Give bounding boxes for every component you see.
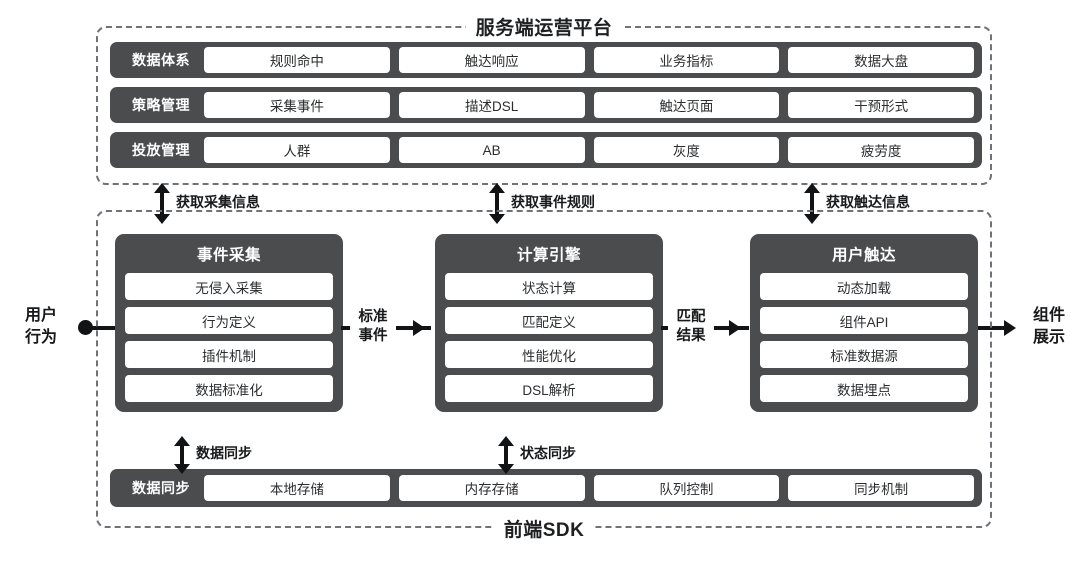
arrow-up-icon <box>804 183 820 193</box>
sync-cell[interactable]: 内存存储 <box>398 475 585 501</box>
arrow-down-icon <box>498 464 514 474</box>
input-connector-line <box>90 326 127 330</box>
input-connector-dot <box>78 320 93 335</box>
arrow-down-icon <box>804 214 820 224</box>
module-event-collection: 事件采集 无侵入采集 行为定义 插件机制 数据标准化 <box>115 234 343 412</box>
server-cell[interactable]: 触达响应 <box>398 47 585 73</box>
server-row-label: 投放管理 <box>132 142 190 158</box>
module-title: 用户触达 <box>831 247 896 264</box>
sync-cell[interactable]: 队列控制 <box>593 475 780 501</box>
output-connector-line <box>968 326 1006 330</box>
input-label-line2: 行为 <box>24 329 57 346</box>
output-label-line2: 展示 <box>1032 329 1065 346</box>
module-item[interactable]: 动态加载 <box>760 273 968 300</box>
connector-line <box>810 190 814 218</box>
module-item[interactable]: 标准数据源 <box>760 341 968 368</box>
flow-label: 匹配 结果 <box>668 308 714 346</box>
connector-label: 获取采集信息 <box>176 194 260 210</box>
server-row-cells: 采集事件 描述DSL 触达页面 干预形式 <box>204 92 974 118</box>
server-row-label: 数据体系 <box>132 52 190 68</box>
connector-label: 获取触达信息 <box>826 194 910 210</box>
server-row-delivery-management: 投放管理 人群 AB 灰度 疲劳度 <box>110 132 982 168</box>
server-cell[interactable]: 疲劳度 <box>788 137 974 163</box>
connector-line <box>495 190 499 218</box>
server-platform-title: 服务端运营平台 <box>465 13 623 40</box>
module-title: 计算引擎 <box>516 247 581 264</box>
module-item[interactable]: 性能优化 <box>445 341 653 368</box>
module-title: 事件采集 <box>196 247 261 264</box>
server-row-strategy-management: 策略管理 采集事件 描述DSL 触达页面 干预形式 <box>110 87 982 123</box>
module-item[interactable]: DSL解析 <box>445 375 653 402</box>
connector-line <box>504 443 508 468</box>
server-cell[interactable]: 触达页面 <box>593 92 780 118</box>
output-arrow-icon <box>1004 320 1016 336</box>
sync-row-label: 数据同步 <box>132 480 190 496</box>
module-item[interactable]: 行为定义 <box>125 307 333 334</box>
arrow-up-icon <box>498 436 514 446</box>
module-user-reach: 用户触达 动态加载 组件API 标准数据源 数据埋点 <box>750 234 978 412</box>
module-compute-engine: 计算引擎 状态计算 匹配定义 性能优化 DSL解析 <box>435 234 663 412</box>
server-row-cells: 规则命中 触达响应 业务指标 数据大盘 <box>204 47 974 73</box>
sync-row-cells: 本地存储 内存存储 队列控制 同步机制 <box>204 475 974 501</box>
server-cell[interactable]: 数据大盘 <box>788 47 974 73</box>
flow-label-line2: 结果 <box>676 328 706 344</box>
server-cell[interactable]: 描述DSL <box>398 92 585 118</box>
module-item[interactable]: 匹配定义 <box>445 307 653 334</box>
arrow-down-icon <box>174 464 190 474</box>
arrow-right-icon <box>729 320 741 336</box>
sync-cell[interactable]: 本地存储 <box>204 475 390 501</box>
frontend-sdk-region: 前端SDK 事件采集 无侵入采集 行为定义 插件机制 数据标准化 计算引擎 状态… <box>96 210 992 542</box>
server-cell[interactable]: 规则命中 <box>204 47 390 73</box>
output-label-line1: 组件 <box>1032 307 1065 324</box>
connector-line <box>180 443 184 468</box>
flow-label-line1: 标准 <box>358 309 388 325</box>
server-cell[interactable]: 人群 <box>204 137 390 163</box>
server-row-data-system: 数据体系 规则命中 触达响应 业务指标 数据大盘 <box>110 42 982 78</box>
arrow-up-icon <box>174 436 190 446</box>
connector-label: 获取事件规则 <box>511 194 595 210</box>
connector-label: 数据同步 <box>196 445 252 461</box>
server-row-label: 策略管理 <box>132 97 190 113</box>
module-item[interactable]: 组件API <box>760 307 968 334</box>
frontend-sdk-title: 前端SDK <box>493 515 595 542</box>
flow-label: 标准 事件 <box>350 308 396 346</box>
server-cell[interactable]: 干预形式 <box>788 92 974 118</box>
server-cell[interactable]: AB <box>398 137 585 163</box>
module-item[interactable]: 状态计算 <box>445 273 653 300</box>
module-item[interactable]: 无侵入采集 <box>125 273 333 300</box>
connector-label: 状态同步 <box>520 445 576 461</box>
server-platform-region: 服务端运营平台 数据体系 规则命中 触达响应 业务指标 数据大盘 策略管理 采集… <box>96 13 992 185</box>
output-label-component-display: 组件 展示 <box>1022 305 1076 349</box>
server-row-cells: 人群 AB 灰度 疲劳度 <box>204 137 974 163</box>
arrow-down-icon <box>154 214 170 224</box>
module-item[interactable]: 插件机制 <box>125 341 333 368</box>
flow-label-line1: 匹配 <box>676 309 706 325</box>
arrow-down-icon <box>489 214 505 224</box>
server-cell[interactable]: 灰度 <box>593 137 780 163</box>
server-cell[interactable]: 业务指标 <box>593 47 780 73</box>
server-cell[interactable]: 采集事件 <box>204 92 390 118</box>
sync-cell[interactable]: 同步机制 <box>788 475 974 501</box>
input-label-line1: 用户 <box>24 307 57 324</box>
input-label-user-behavior: 用户 行为 <box>10 305 72 349</box>
arrow-up-icon <box>489 183 505 193</box>
arrow-right-icon <box>413 320 425 336</box>
module-item[interactable]: 数据埋点 <box>760 375 968 402</box>
arrow-up-icon <box>154 183 170 193</box>
connector-line <box>160 190 164 218</box>
sdk-row-data-sync: 数据同步 本地存储 内存存储 队列控制 同步机制 <box>110 469 982 507</box>
module-item[interactable]: 数据标准化 <box>125 375 333 402</box>
flow-label-line2: 事件 <box>358 328 388 344</box>
